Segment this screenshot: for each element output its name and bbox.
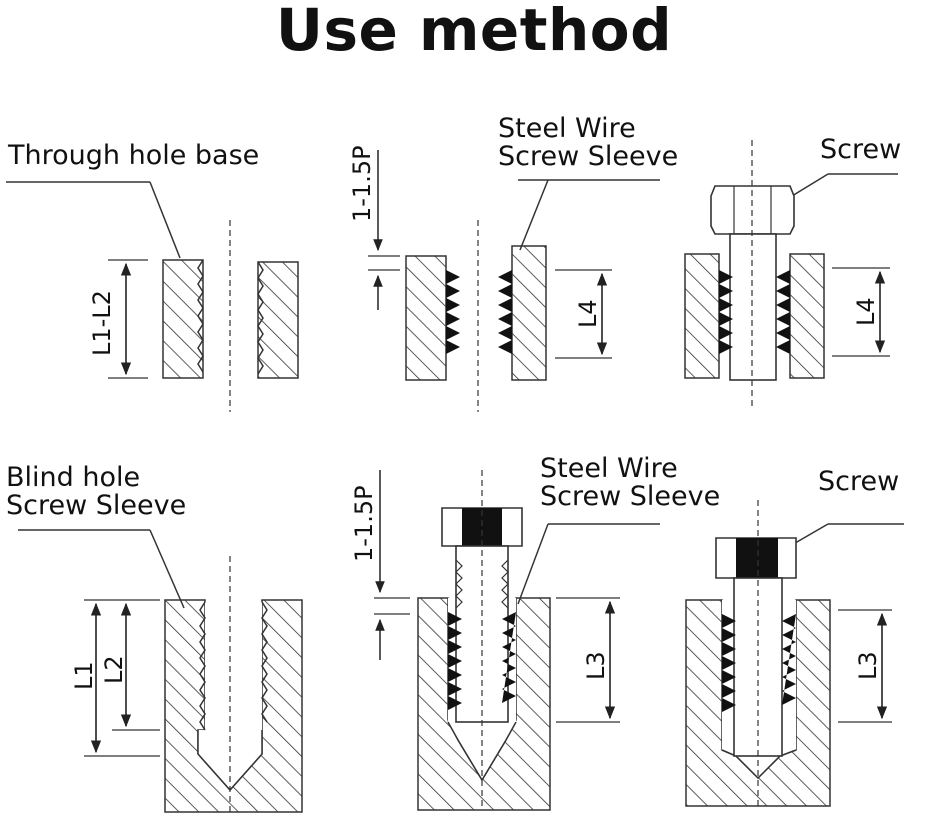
leader-line: [149, 529, 185, 609]
panel-wire-sleeve-bottom: [374, 470, 660, 811]
base-section-left: [162, 259, 204, 379]
dimension-label-l2: L2: [100, 655, 128, 684]
base-section-right: [511, 245, 547, 381]
base-section-left: [405, 255, 447, 381]
dimension-label-l3-sleeve: L3: [582, 651, 610, 680]
panel-screw-bottom: [685, 500, 904, 807]
screw-shank: [729, 233, 777, 381]
dimension-label-l1: L1: [70, 661, 98, 690]
label-steel-wire-bottom-line1: Steel Wire: [540, 453, 678, 484]
dimension-label-pitch-bottom: 1-1.5P: [350, 485, 378, 562]
label-steel-wire-top-line1: Steel Wire: [498, 113, 636, 144]
label-screw-top: Screw: [820, 134, 902, 165]
page-title: Use method: [275, 0, 673, 64]
screw-head-core: [736, 538, 778, 578]
dimension-label-l3-screw: L3: [854, 651, 882, 680]
wire-coil-right: [498, 270, 512, 354]
leader-line: [149, 181, 181, 259]
wire-coil-right: [782, 614, 796, 705]
base-section-right: [789, 253, 825, 379]
leader-line: [517, 523, 549, 605]
dimension-label-l4-screw: L4: [852, 297, 880, 326]
screw-shank: [733, 577, 783, 757]
label-steel-wire-bottom-line2: Screw Sleeve: [540, 481, 721, 512]
label-screw-bottom: Screw: [818, 466, 900, 497]
wire-coil-right: [502, 612, 516, 703]
base-section-right: [257, 261, 299, 379]
leader-line: [519, 179, 549, 251]
panel-wire-sleeve-top: [368, 150, 660, 412]
panel-through-hole: [6, 181, 299, 412]
wire-coil-left: [448, 612, 462, 710]
label-steel-wire-top-line2: Screw Sleeve: [498, 141, 679, 172]
label-blind-hole-line2: Screw Sleeve: [6, 490, 187, 521]
label-blind-hole-line1: Blind hole: [6, 462, 141, 493]
dimension-label-l4-sleeve: L4: [574, 299, 602, 328]
panel-blind-hole: [18, 529, 303, 813]
panel-screw-top: [684, 140, 898, 410]
label-through-hole-base: Through hole base: [8, 140, 260, 171]
dimension-label-pitch-top: 1-1.5P: [348, 145, 376, 222]
leader-line: [791, 173, 829, 197]
wire-coil-left: [722, 614, 736, 712]
base-section-left: [684, 253, 720, 379]
wire-coil-left: [719, 270, 733, 354]
dimension-label-l1-l2: L1-L2: [88, 290, 116, 356]
wire-coil-left: [446, 270, 460, 354]
wire-coil-right: [776, 270, 790, 354]
